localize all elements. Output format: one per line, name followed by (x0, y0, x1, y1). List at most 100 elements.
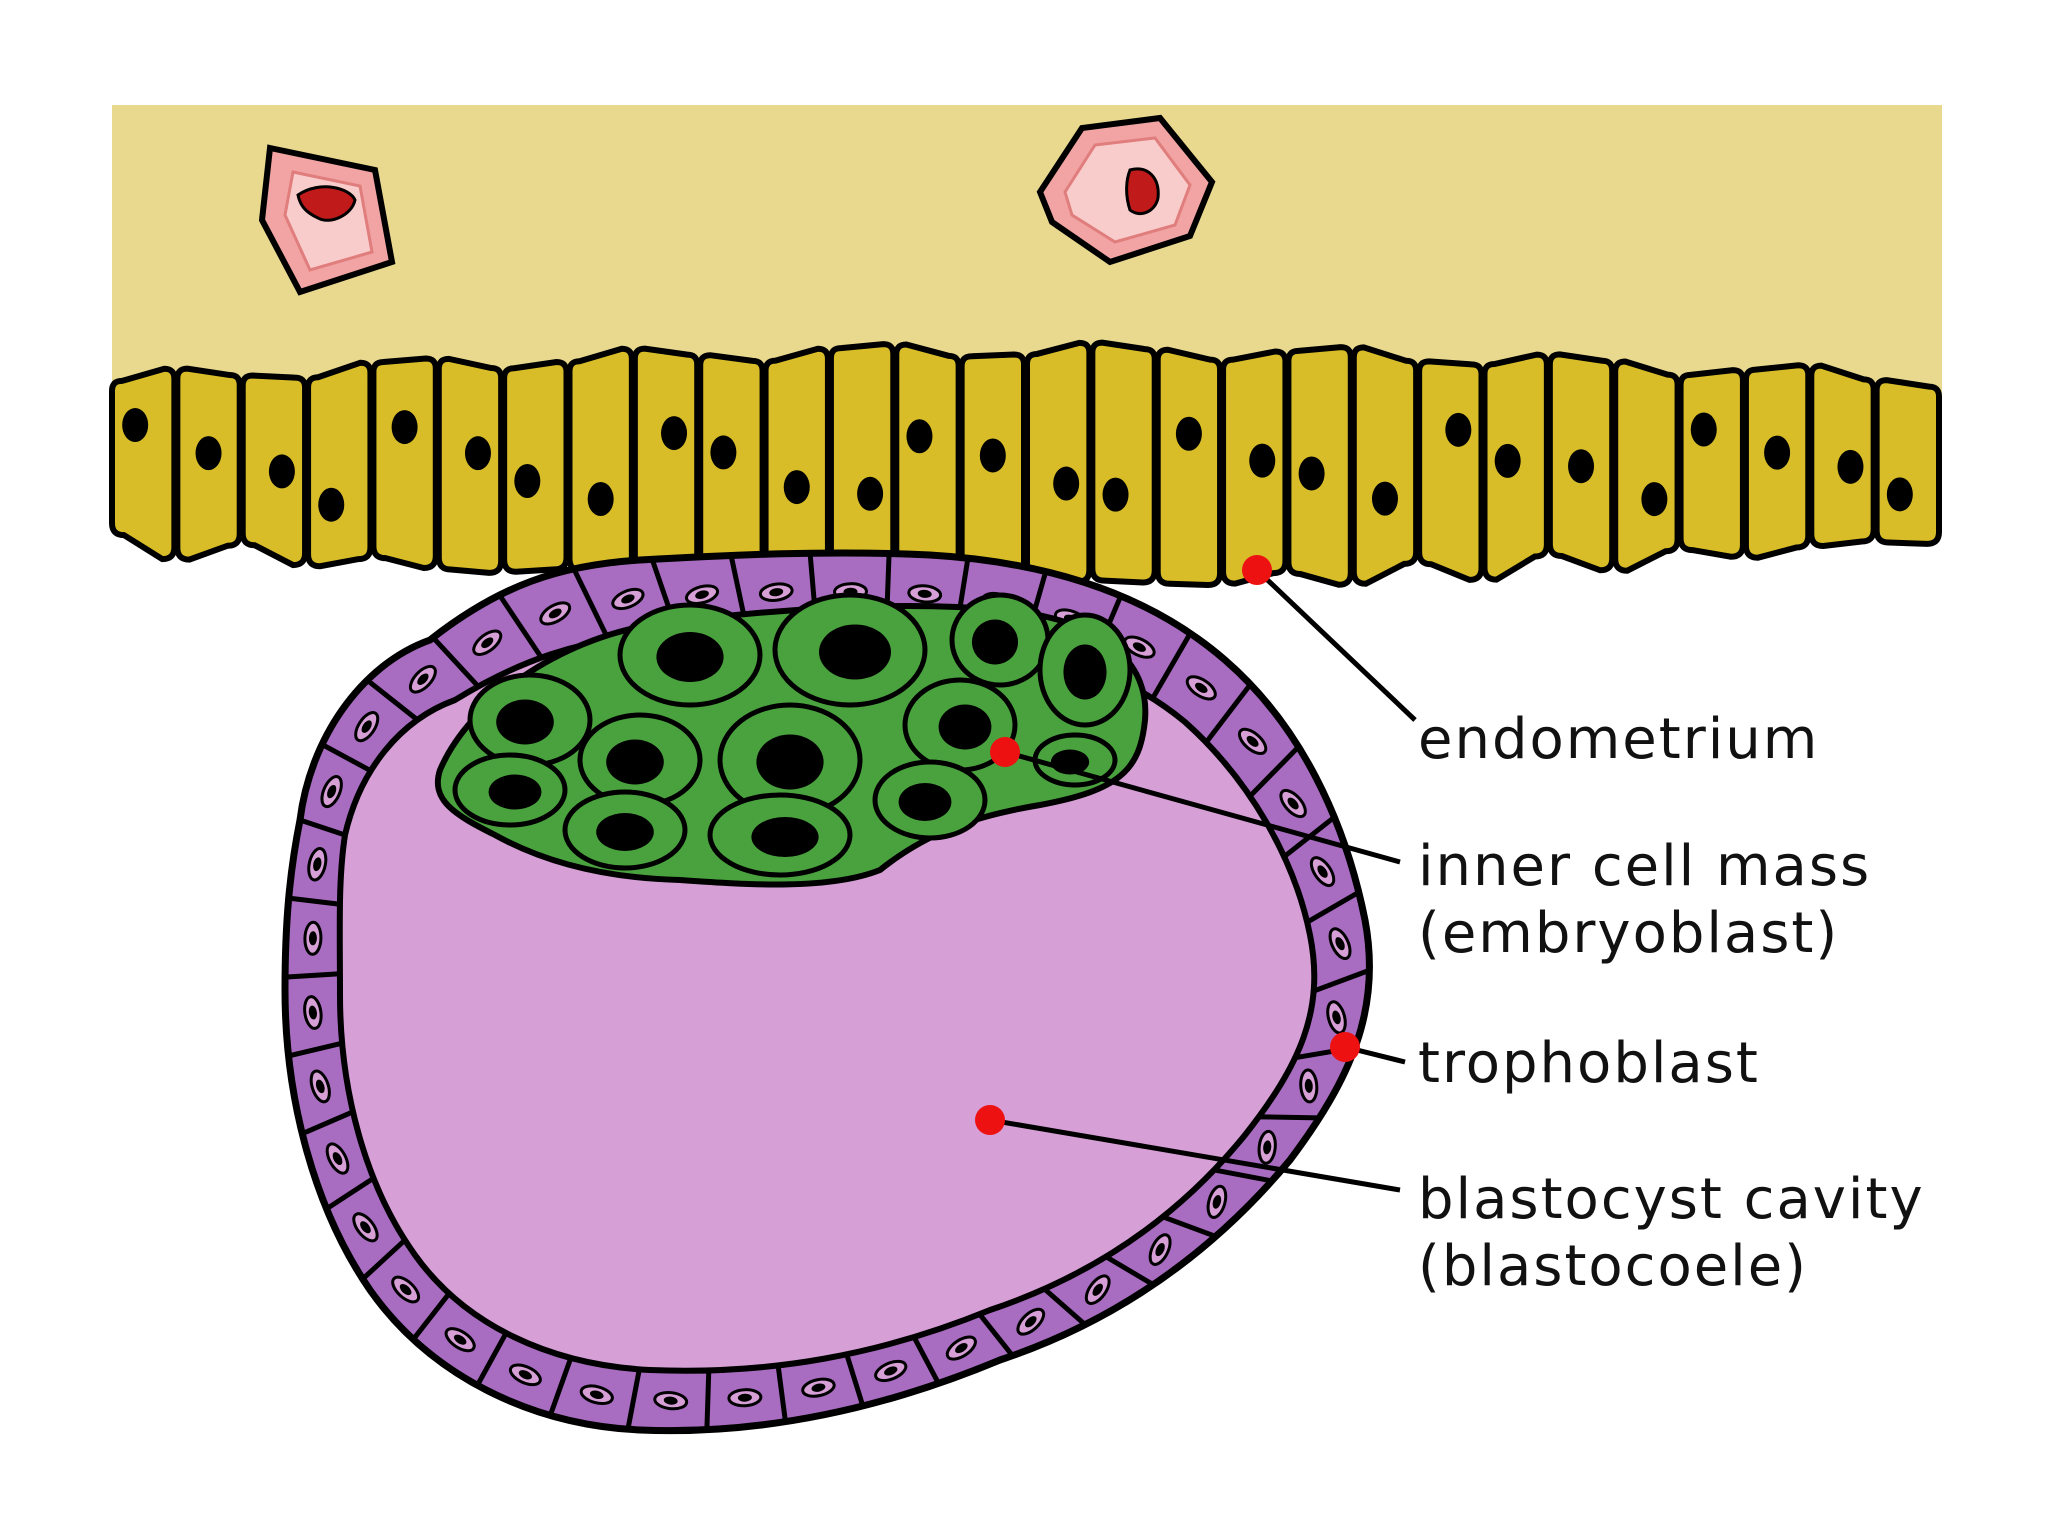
trophoblast-cell-border (288, 1040, 343, 1059)
epithelial-nucleus (587, 482, 614, 517)
leader-line-inner-cell-mass (1004, 749, 1401, 865)
epithelial-nucleus (1249, 443, 1276, 478)
trophoblast-nucleolus (1246, 735, 1259, 747)
epithelial-nucleus (1175, 416, 1202, 451)
blood-vessel-middle (1036, 114, 1216, 266)
epithelial-cell (631, 345, 701, 587)
trophoblast-cell-border (911, 1335, 941, 1385)
epithelial-nucleus (906, 419, 933, 454)
epithelial-cell (1873, 377, 1942, 547)
embryoblast-nucleus (596, 813, 654, 851)
leader-lines (989, 568, 1417, 1193)
trophoblast-cell-border (284, 971, 341, 980)
epithelial-cell (501, 358, 570, 575)
trophoblast-nucleolus (360, 1221, 371, 1234)
marker-inner-cell-mass (990, 737, 1020, 767)
trophoblast-cell-border (1150, 632, 1193, 700)
epithelial-nucleus (1886, 477, 1913, 512)
trophoblast-nucleolus (361, 720, 372, 733)
label-inner-cell-mass: inner cell mass (1418, 834, 1871, 899)
epithelial-cell (1416, 358, 1485, 583)
trophoblast-nucleolus (1287, 797, 1299, 810)
trophoblast-nucleolus (313, 857, 322, 872)
epithelial-cell (1154, 346, 1224, 588)
embryoblast-nucleus (488, 774, 542, 810)
trophoblast-cell-border (1312, 967, 1371, 994)
embryoblast-nucleus (756, 734, 824, 790)
embryoblast-nucleus (819, 624, 891, 680)
trophoblast-cell-border (301, 1109, 354, 1137)
trophoblast-nucleolus (308, 1005, 317, 1020)
epithelial-cell (109, 365, 178, 563)
embryoblast-nucleus (496, 699, 554, 745)
trophoblast-nucleolus (737, 1393, 752, 1402)
trophoblast-nucleolus (695, 590, 709, 599)
trophoblast-cell-border (497, 593, 544, 659)
trophoblast-nucleolus (1024, 1316, 1037, 1328)
trophoblast-cell-border (844, 1353, 866, 1407)
embryoblast-nucleus (656, 632, 724, 682)
trophoblast-nucleolus (917, 589, 932, 598)
trophoblast-cell-border (1204, 682, 1253, 744)
embryoblast-nucleus (898, 783, 952, 821)
trophoblast-cell-border (431, 635, 481, 689)
trophoblast-nucleolus (1263, 1140, 1272, 1155)
epithelial-nucleus (783, 470, 810, 505)
epithelial-nucleus (514, 463, 541, 498)
blastocyst (281, 549, 1374, 1435)
trophoblast-nucleolus (315, 1079, 325, 1094)
trophoblast-cell-border (571, 567, 611, 642)
trophoblast-nucleolus (1212, 1195, 1222, 1209)
embryoblast-nucleus (938, 704, 992, 750)
epithelial-cell (566, 345, 635, 588)
label-trophoblast: trophoblast (1418, 1031, 1760, 1096)
epithelial-cell (305, 359, 374, 570)
label-embryoblast: (embryoblast) (1418, 901, 1839, 966)
trophoblast-cell-border (365, 678, 420, 722)
trophoblast-nucleolus (308, 931, 317, 946)
epithelial-cell (1350, 344, 1420, 587)
epithelial-nucleus (661, 416, 688, 451)
embryoblast-nucleus (1063, 644, 1107, 700)
trophoblast-cell-border (475, 1331, 509, 1387)
trophoblast-nucleolus (1304, 1078, 1313, 1093)
epithelial-nucleus (464, 436, 491, 471)
trophoblast-nucleolus (1195, 682, 1208, 694)
trophoblast-nucleolus (811, 1383, 826, 1392)
trophoblast-nucleolus (1317, 865, 1328, 878)
trophoblast-nucleolus (548, 608, 562, 619)
marker-cavity (975, 1105, 1005, 1135)
epithelial-nucleus (1837, 449, 1864, 484)
trophoblast-nucleolus (589, 1390, 604, 1400)
epithelial-nucleus (1690, 412, 1717, 447)
epithelial-nucleus (391, 410, 418, 445)
epithelial-nucleus (1102, 477, 1129, 512)
epithelial-nucleus (979, 438, 1006, 473)
leader-line-endometrium (1255, 568, 1417, 722)
trophoblast-cell-border (775, 1365, 788, 1423)
leader-line-cavity (989, 1117, 1401, 1193)
trophoblast-nucleolus (1092, 1283, 1103, 1296)
label-endometrium: endometrium (1418, 707, 1819, 772)
trophoblast-nucleolus (1335, 937, 1345, 951)
epithelial-nucleus (1371, 481, 1398, 516)
trophoblast-cell-border (411, 1291, 452, 1341)
epithelial-nucleus (195, 436, 222, 471)
trophoblast-cell-border (1258, 1114, 1320, 1121)
trophoblast-nucleolus (327, 784, 337, 799)
embryoblast-nucleus (971, 619, 1019, 665)
trophoblast-nucleolus (955, 1342, 968, 1354)
label-blastocyst-cavity: blastocyst cavity (1418, 1167, 1925, 1232)
trophoblast-cell-border (361, 1238, 407, 1281)
endometrial-epithelium (109, 339, 1942, 598)
embryoblast-nucleus (751, 817, 819, 857)
trophoblast-cell-border (1161, 1214, 1217, 1239)
epithelial-nucleus (1445, 412, 1472, 447)
markers (975, 555, 1360, 1135)
trophoblast-nucleolus (332, 1152, 343, 1166)
marker-trophoblast (1330, 1032, 1360, 1062)
trophoblast-nucleolus (481, 637, 494, 649)
epithelial-nucleus (710, 435, 737, 470)
trophoblast-nucleolus (1132, 642, 1146, 652)
trophoblast-cell-border (1305, 890, 1361, 925)
